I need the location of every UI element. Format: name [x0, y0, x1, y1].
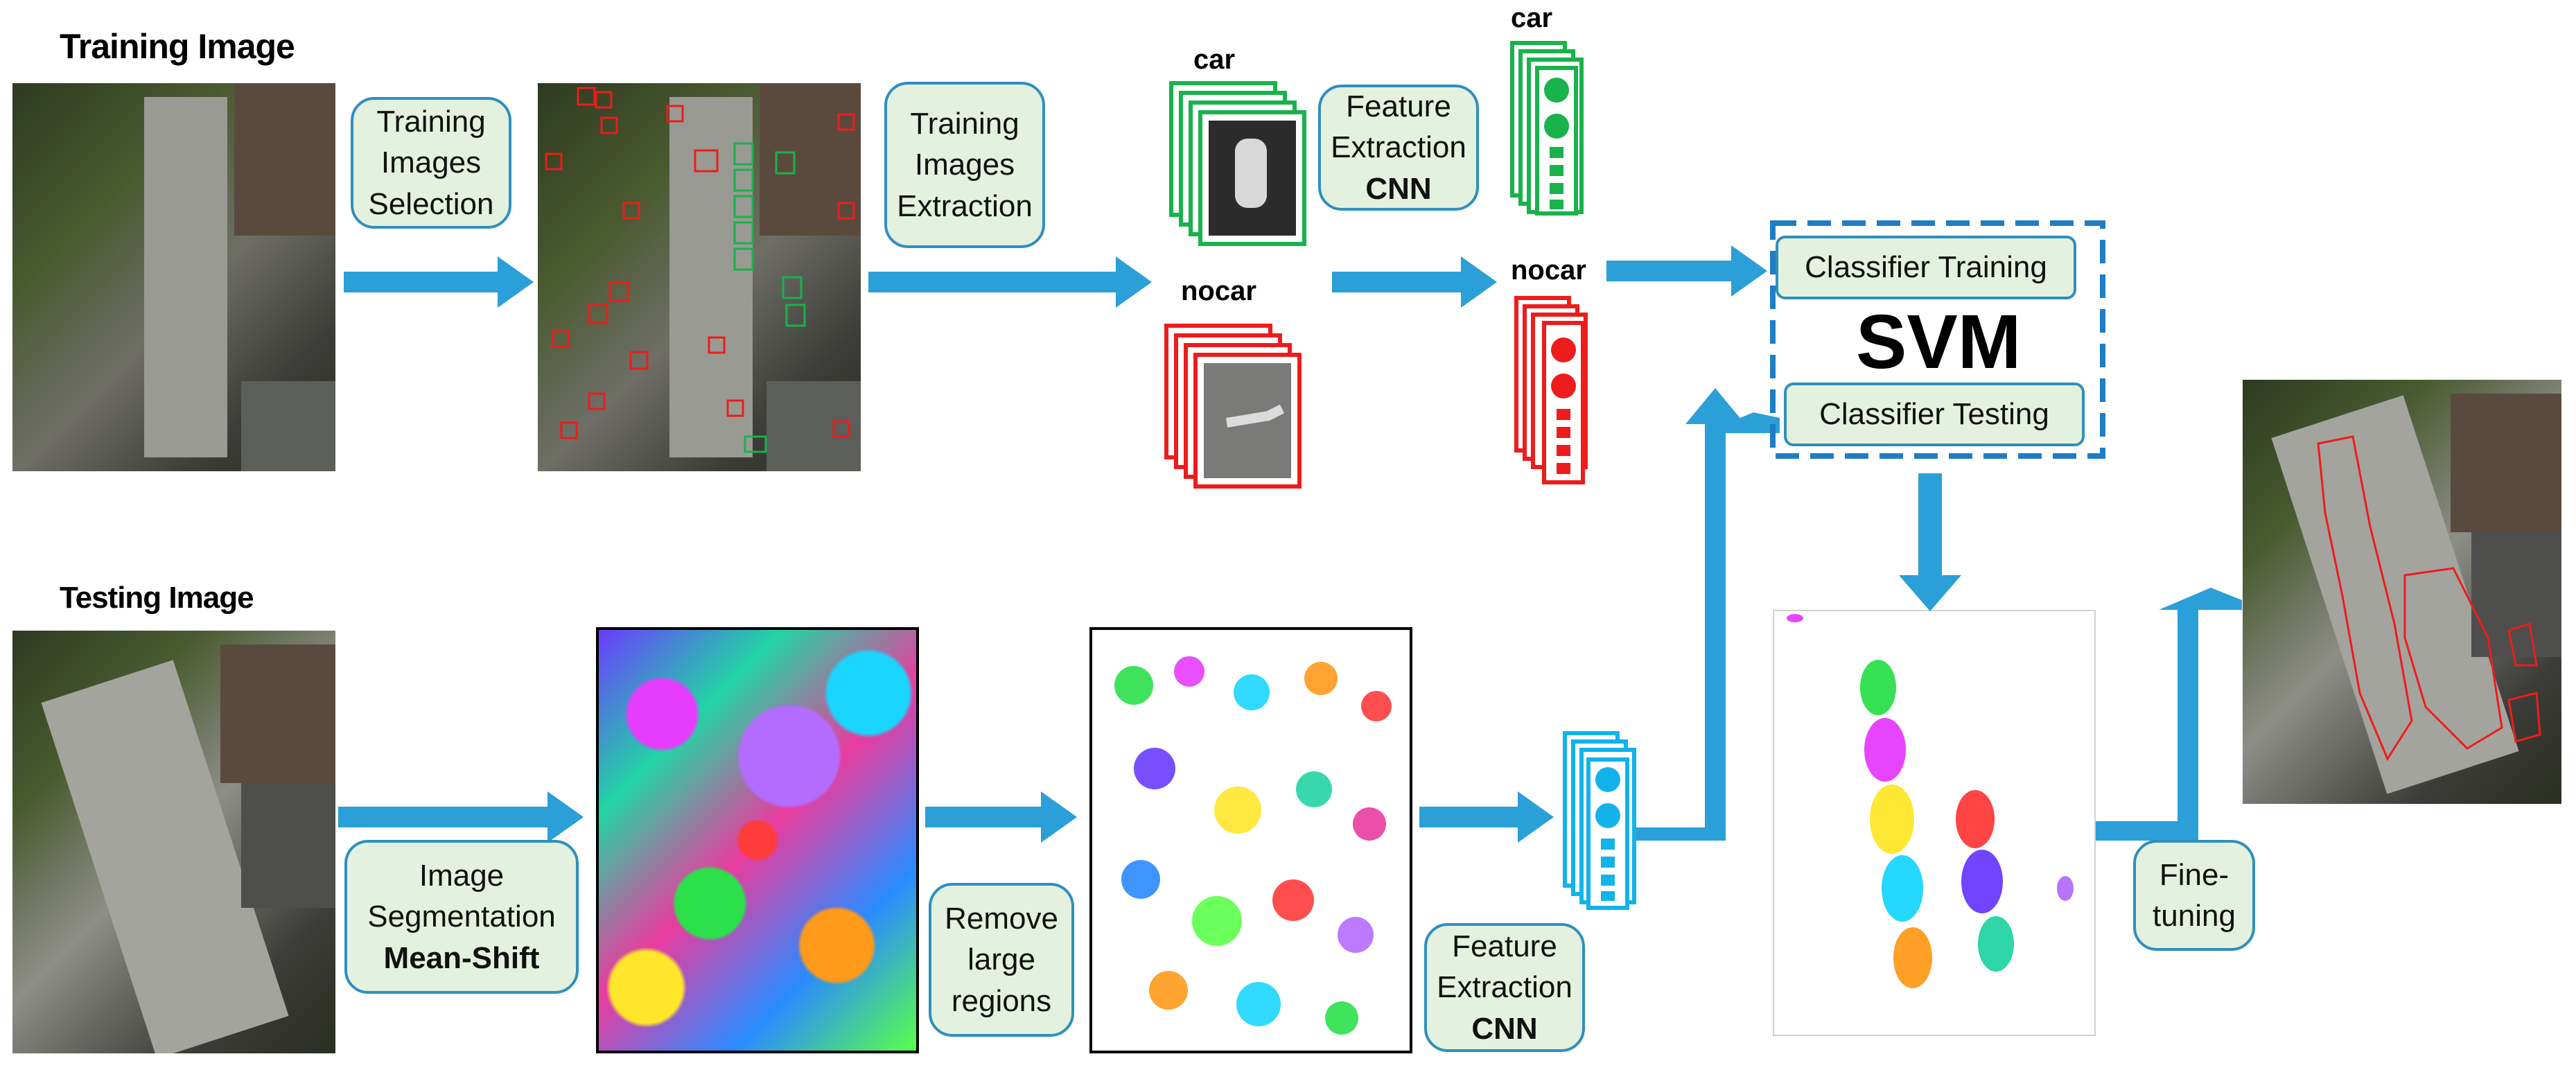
final-detection-outlines [2317, 435, 2541, 762]
svm-dashed-frame [1770, 220, 2105, 459]
car-patches-label: car [1193, 44, 1236, 75]
arrow-10 [2096, 588, 2242, 841]
testing-aerial-photo [12, 631, 335, 1053]
arrow-9 [1899, 473, 1961, 611]
training-image-title: Training Image [60, 27, 295, 66]
nocar-feature-stack [1514, 296, 1588, 484]
arrow-1 [344, 256, 534, 308]
arrow-5 [338, 791, 584, 843]
test-feature-cells [1595, 767, 1620, 901]
nocar-feature-cells [1551, 337, 1576, 474]
testing-image-title: Testing Image [60, 581, 254, 615]
nocar-features-label: nocar [1511, 255, 1586, 286]
flow-arrows [338, 245, 2242, 843]
arrow-6 [925, 791, 1077, 843]
car-feature-cells [1544, 78, 1569, 209]
car-features-label: car [1511, 3, 1553, 33]
detected-car-blobs [1787, 614, 2074, 988]
arrow-2 [868, 256, 1152, 308]
svm-label: SVM [1856, 299, 2022, 385]
training-aerial-photo [12, 83, 335, 471]
final-result-photo [2243, 380, 2561, 804]
region-blobs [1114, 656, 1392, 1035]
arrow-8 [1632, 388, 1745, 841]
training-annotations [545, 87, 855, 453]
mean-shift-segmentation-image [596, 627, 919, 1053]
arrow-4 [1606, 245, 1767, 297]
arrow-7 [1419, 791, 1554, 843]
remaining-regions-image [1089, 627, 1412, 1053]
classifier-training-box: Classifier Training [1776, 236, 2076, 299]
arrow-3 [1332, 256, 1497, 308]
nocar-patches-label: nocar [1181, 276, 1256, 306]
fine-tuning-box: Fine-tuning [2133, 840, 2255, 951]
classifier-testing-box: Classifier Testing [1784, 383, 2085, 446]
classification-result-image [1773, 610, 2096, 1036]
arrow-8-head [1726, 398, 1780, 450]
